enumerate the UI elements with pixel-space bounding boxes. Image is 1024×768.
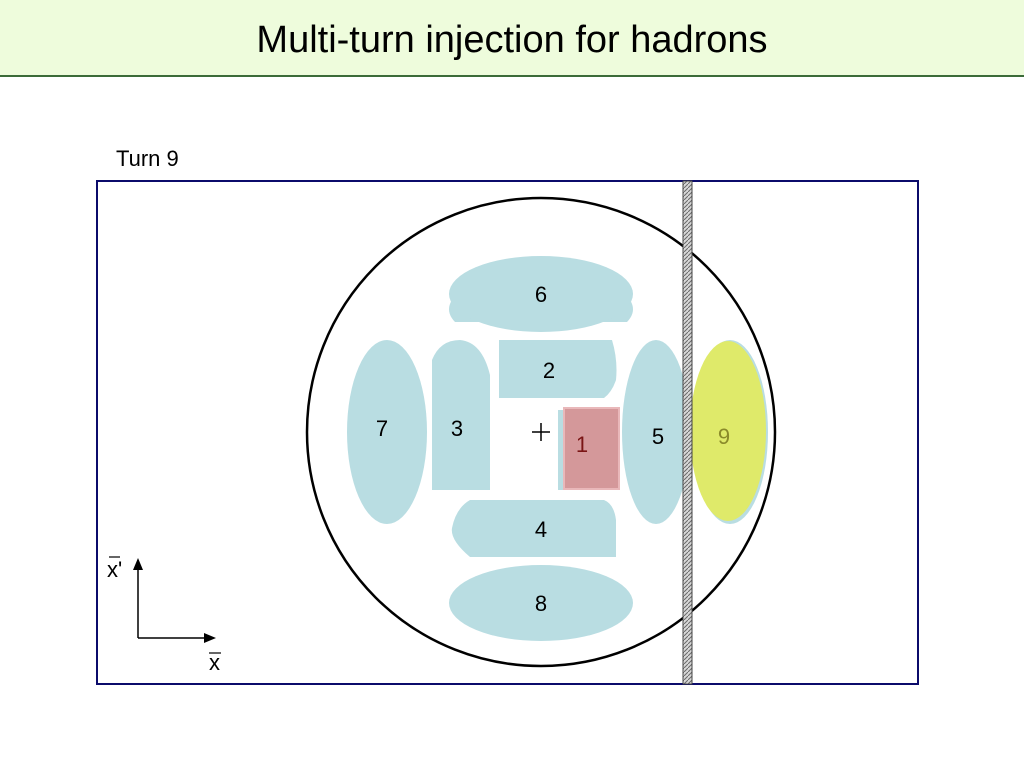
beamlet-label-2: 2 [543, 358, 555, 383]
beamlet-9 [690, 341, 766, 521]
center-cross [532, 423, 550, 441]
beamlet-5 [622, 340, 690, 524]
beamlet-4 [451, 500, 616, 557]
beamlet-label-6: 6 [535, 282, 547, 307]
diagram-frame [96, 180, 919, 685]
beamlet-2 [499, 340, 617, 398]
beamlet-label-1: 1 [576, 432, 588, 457]
axes [133, 558, 216, 643]
beamlet-label-5: 5 [652, 424, 664, 449]
beamlet-1 [563, 407, 620, 490]
beamlet-label-4: 4 [535, 517, 547, 542]
beamlet-6-body [449, 256, 633, 332]
title-bar: Multi-turn injection for hadrons [0, 0, 1024, 77]
septum [682, 180, 693, 685]
beamlet-label-9: 9 [718, 424, 730, 449]
beamlet-7 [347, 340, 427, 524]
axis-label-x: x [209, 650, 220, 675]
slide-title: Multi-turn injection for hadrons [256, 19, 768, 61]
acceptance-circle [305, 196, 777, 668]
beamlet-label-7: 7 [376, 416, 388, 441]
axis-label-xp: x' [107, 557, 122, 582]
beamlet-label-8: 8 [535, 591, 547, 616]
beamlet-label-3: 3 [451, 416, 463, 441]
beamlet-8 [449, 565, 633, 641]
turn-label: Turn 9 [116, 146, 179, 171]
beamlet-3 [432, 340, 490, 490]
